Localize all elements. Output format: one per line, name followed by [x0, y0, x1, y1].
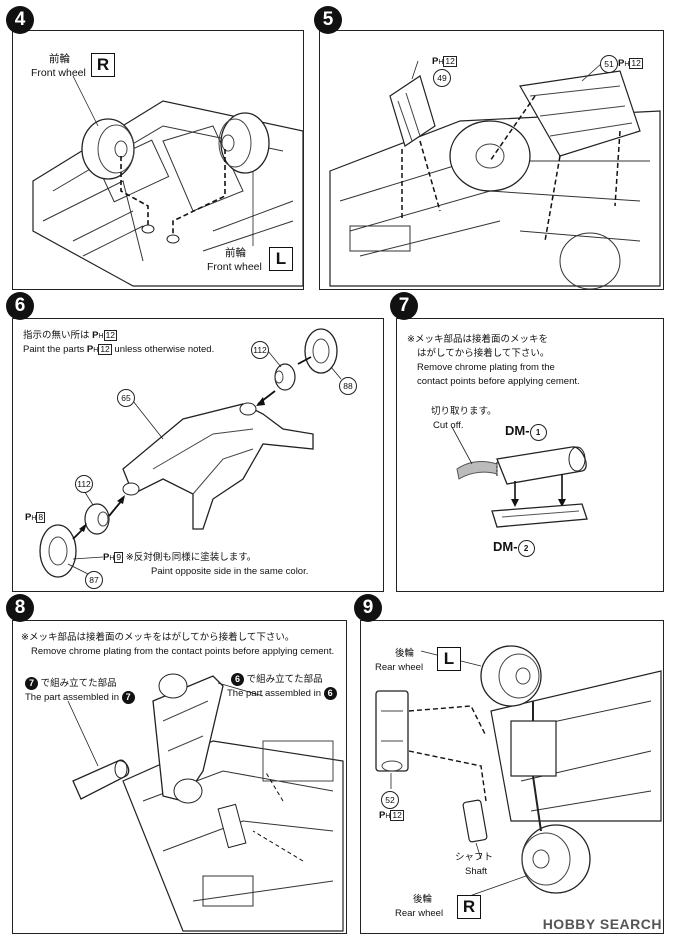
left-side-badge: L: [269, 247, 293, 271]
part-112-upper-label: 112: [251, 341, 269, 359]
chrome-note-en-1: Remove chrome plating from the: [417, 362, 555, 373]
step-8-panel: ※メッキ部品は接着面のメッキをはがしてから接着して下さい。 Remove chr…: [12, 620, 347, 934]
right-side-badge-rear: R: [457, 895, 481, 919]
part-65-label: 65: [117, 389, 135, 407]
step-8-number: 8: [6, 594, 34, 622]
rear-wheel-r-en: Rear wheel: [395, 908, 444, 919]
step-9-number: 9: [354, 594, 382, 622]
step-5-drawing: [329, 60, 661, 290]
front-wheel-l-en: Front wheel: [207, 261, 262, 273]
rear-wheel-r-jp: 後輪: [413, 894, 433, 905]
step-7-number: 7: [390, 292, 418, 320]
part-87-label: 87: [85, 571, 103, 589]
opposite-side-note-en: Paint opposite side in the same color.: [151, 566, 309, 577]
chrome-note-jp-1: ※メッキ部品は接着面のメッキを: [407, 334, 548, 345]
step-7-panel: ※メッキ部品は接着面のメッキを はがしてから接着して下さい。 Remove ch…: [396, 318, 664, 592]
rear-wheel-l-en: Rear wheel: [375, 662, 424, 673]
assembled-7-jp: 7 で組み立てた部品: [25, 677, 117, 690]
step-5-number: 5: [314, 6, 342, 34]
step-6-number: 6: [6, 292, 34, 320]
dm-1-label: DM-1: [505, 423, 547, 441]
cut-off-jp: 切り取ります。: [431, 406, 497, 417]
step-4-panel: 前輪 Front wheel R 前輪 Front wheel L: [12, 30, 304, 290]
assembled-7-en: The part assembled in 7: [25, 691, 135, 704]
front-wheel-r-jp: 前輪: [49, 53, 70, 65]
front-wheel-r-en: Front wheel: [31, 67, 86, 79]
assembled-6-jp: 6 で組み立てた部品: [231, 673, 323, 686]
right-side-badge: R: [91, 53, 115, 77]
chrome-note-jp: ※メッキ部品は接着面のメッキをはがしてから接着して下さい。: [21, 632, 295, 643]
left-side-badge-rear: L: [437, 647, 461, 671]
chrome-note-jp-2: はがしてから接着して下さい。: [417, 348, 550, 359]
step-7-drawing: [451, 426, 588, 528]
shaft-jp: シャフト: [455, 852, 494, 863]
assembled-6-en: The part assembled in 6: [227, 687, 337, 700]
rear-wheel-l-jp: 後輪: [395, 648, 415, 659]
step-9-drawing: [375, 645, 662, 900]
step-4-number: 4: [6, 6, 34, 34]
part-49-label: 49: [433, 69, 451, 87]
step-8-drawing: [67, 673, 344, 932]
part-51-label: 51: [600, 55, 618, 73]
step-6-drawing: [39, 328, 342, 578]
part-112-lower-label: 112: [75, 475, 93, 493]
step-4-drawing: [32, 75, 304, 287]
watermark-text: HOBBY SEARCH: [542, 916, 662, 932]
part-88-label: 88: [339, 377, 357, 395]
front-wheel-l-jp: 前輪: [225, 247, 246, 259]
shaft-en: Shaft: [465, 866, 488, 877]
chrome-note-en-2: contact points before applying cement.: [417, 376, 580, 387]
chrome-note-en: Remove chrome plating from the contact p…: [31, 646, 335, 657]
part-52-label: 52: [381, 791, 399, 809]
dm-2-label: DM-2: [493, 539, 535, 557]
cut-off-en: Cut off.: [433, 420, 464, 431]
